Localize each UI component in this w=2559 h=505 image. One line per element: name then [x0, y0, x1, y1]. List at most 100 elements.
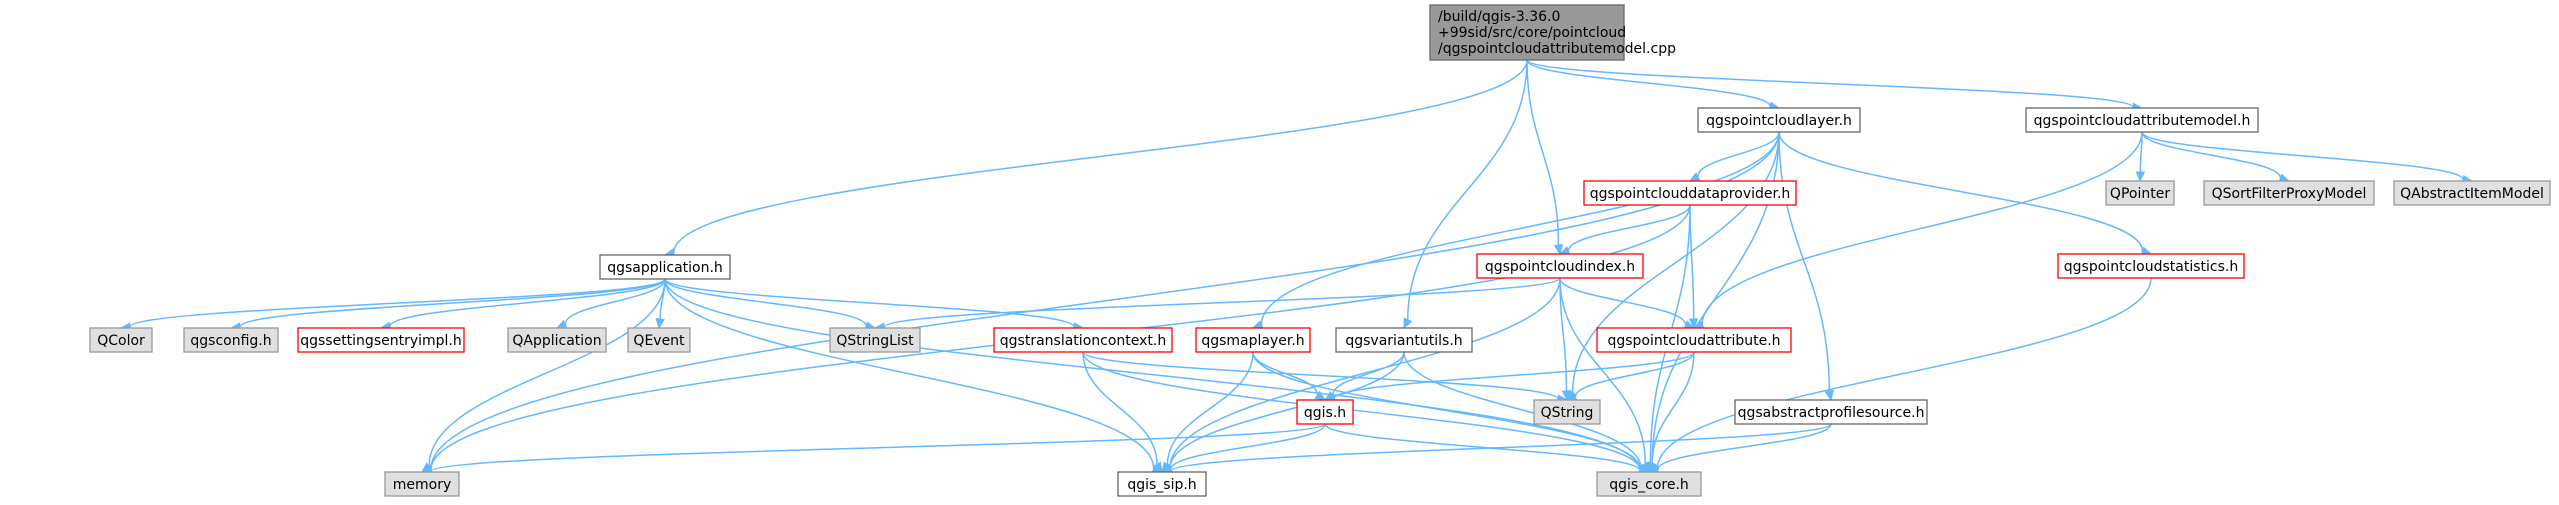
node-attribute[interactable]: qgspointcloudattribute.h: [1596, 327, 1792, 353]
node-label: qgsapplication.h: [607, 260, 723, 276]
node-box: [2203, 180, 2375, 206]
edge-line: [1701, 131, 2143, 325]
node-label: /qgspointcloudattributemodel.cpp: [1438, 41, 1676, 57]
node-box: [507, 327, 607, 353]
node-statistics[interactable]: qgspointcloudstatistics.h: [2057, 253, 2245, 279]
node-sip[interactable]: qgis_sip.h: [1117, 471, 1207, 497]
node-label: QSortFilterProxyModel: [2212, 186, 2367, 202]
node-qstringlist[interactable]: QStringList: [829, 327, 921, 353]
node-box: [1596, 471, 1702, 497]
edge-arrowhead: [1688, 318, 1699, 330]
node-qstring[interactable]: QString: [1533, 399, 1601, 425]
edge-line: [1082, 351, 1641, 471]
edge-line: [389, 278, 666, 327]
edge-translation-to-sip: [1082, 351, 1163, 474]
node-qpointer[interactable]: QPointer: [2105, 180, 2175, 206]
edge-qgis-to-core: [1324, 423, 1651, 476]
edge-attribute-to-qgis: [1323, 351, 1695, 404]
edge-line: [1559, 277, 1646, 464]
node-qgis[interactable]: qgis.h: [1296, 399, 1354, 425]
edge-line: [1567, 204, 1691, 252]
node-dataprovider[interactable]: qgspointclouddataprovider.h: [1583, 180, 1797, 206]
node-label: qgspointclouddataprovider.h: [1590, 186, 1791, 202]
node-config[interactable]: qgsconfig.h: [183, 327, 279, 353]
edge-line: [1656, 423, 1832, 471]
node-qapplication[interactable]: QApplication: [507, 327, 607, 353]
node-variantutils[interactable]: qgsvariantutils.h: [1335, 327, 1473, 353]
node-label: qgsvariantutils.h: [1345, 333, 1462, 349]
edge-line: [129, 278, 666, 328]
edge-line: [1403, 351, 1642, 469]
edge-root-to-pointcloudlayer: [1526, 59, 1781, 111]
node-index[interactable]: qgspointcloudindex.h: [1476, 253, 1644, 279]
edge-arrowhead: [1314, 390, 1327, 401]
node-label: QEvent: [633, 333, 685, 349]
edge-arrowhead: [1561, 390, 1572, 402]
node-pointcloudlayer[interactable]: qgspointcloudlayer.h: [1697, 107, 1861, 133]
node-box: [183, 327, 279, 353]
edge-application-to-translation: [664, 278, 1085, 332]
edge-line: [1260, 131, 1780, 325]
edge-line: [1778, 131, 1831, 392]
node-maplayer[interactable]: qgsmaplayer.h: [1195, 327, 1311, 353]
node-box: [1476, 253, 1644, 279]
edge-line: [664, 278, 1075, 328]
node-box: [1533, 399, 1601, 425]
edge-line: [883, 277, 1561, 329]
edge-pointcloudlayer-to-statistics: [1778, 131, 2153, 256]
node-label: qgsabstractprofilesource.h: [1738, 405, 1925, 421]
edge-line: [239, 278, 666, 328]
edge-attributemodel-to-qsortfilter: [2141, 131, 2291, 183]
node-qevent[interactable]: QEvent: [627, 327, 691, 353]
node-box: [384, 471, 460, 497]
node-box: [1117, 471, 1207, 497]
node-box: [1429, 4, 1625, 61]
edge-line: [1526, 59, 2134, 108]
node-label: qgspointcloudattribute.h: [1607, 333, 1780, 349]
edge-line: [1169, 351, 1405, 469]
edge-arrowhead: [1403, 317, 1413, 330]
edge-line: [1252, 351, 1642, 470]
node-box: [1734, 399, 1928, 425]
node-label: qgis_core.h: [1609, 477, 1689, 493]
node-label: qgsconfig.h: [190, 333, 271, 349]
edge-line: [664, 278, 1641, 471]
edge-line: [1082, 351, 1559, 400]
edge-line: [1689, 204, 1695, 320]
node-application[interactable]: qgsapplication.h: [599, 254, 731, 280]
edge-line: [2141, 131, 2282, 179]
node-attributemodel[interactable]: qgspointcloudattributemodel.h: [2025, 107, 2259, 133]
edge-arrowhead: [655, 317, 665, 330]
edge-statistics-to-core: [1647, 277, 2152, 474]
edge-line: [1559, 277, 1687, 326]
edge-application-to-memory: [421, 278, 666, 473]
edge-dataprovider-to-attribute: [1688, 204, 1699, 330]
node-settingsentry[interactable]: qgssettingsentryimpl.h: [297, 327, 465, 353]
edge-line: [1324, 423, 1641, 472]
node-box: [1195, 327, 1311, 353]
edge-arrowhead: [1152, 461, 1163, 474]
edge-line: [1407, 59, 1528, 320]
edge-line: [1571, 131, 1780, 393]
node-label: QColor: [97, 333, 145, 349]
node-label: +99sid/src/core/pointcloud: [1438, 25, 1626, 41]
edge-line: [1169, 277, 1561, 469]
node-qcolor[interactable]: QColor: [89, 327, 153, 353]
edge-root-to-variantutils: [1403, 59, 1528, 330]
edge-line: [1574, 351, 1695, 398]
node-qabstractitem[interactable]: QAbstractItemModel: [2393, 180, 2551, 206]
node-profilesource[interactable]: qgsabstractprofilesource.h: [1734, 399, 1928, 425]
node-box: [297, 327, 465, 353]
node-box: [627, 327, 691, 353]
node-box: [1335, 327, 1473, 353]
node-label: QApplication: [512, 333, 601, 349]
node-qsortfilter[interactable]: QSortFilterProxyModel: [2203, 180, 2375, 206]
node-box: [2025, 107, 2259, 133]
node-box: [2057, 253, 2245, 279]
node-memory[interactable]: memory: [384, 471, 460, 497]
node-core[interactable]: qgis_core.h: [1596, 471, 1702, 497]
node-label: /build/qgis-3.36.0: [1438, 9, 1560, 25]
node-translation[interactable]: qgstranslationcontext.h: [993, 327, 1173, 353]
edge-line: [428, 278, 666, 467]
